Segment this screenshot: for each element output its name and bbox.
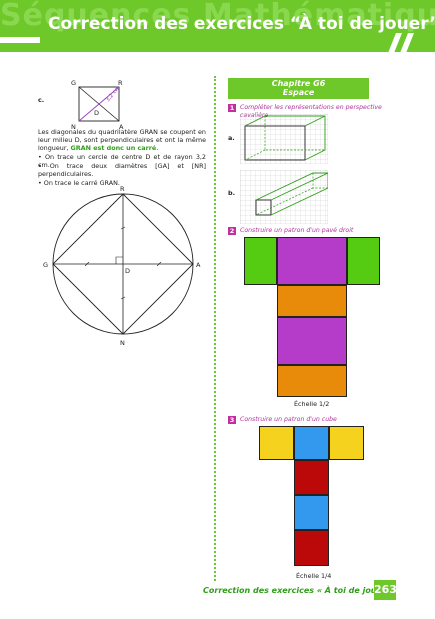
circle-label-g: G [43,261,48,269]
header-banner: Séquences Mathématiques 4e Math Correcti… [0,0,435,52]
square-label-g: G [71,79,76,87]
column-divider [214,76,219,581]
exercise-number: 1 [228,104,236,112]
page-number: 263 [374,580,397,600]
footer-title: Correction des exercices « À toi de joue… [203,586,394,595]
square-figure: G R N A D 3,2 cm [71,79,124,131]
bullet-item: • On trace un cercle de centre D et de r… [38,153,206,170]
net-face-back [277,365,347,397]
circle-label-n: N [120,339,125,347]
part-label: c. [38,96,45,104]
perspective-box-b [240,170,328,224]
cube-face-left [259,426,294,460]
square-label-d: D [94,109,99,117]
circle-label-r: R [120,185,125,193]
page-title: Correction des exercices “À toi de jouer… [48,14,435,34]
circle-label-d: D [125,267,130,275]
paragraph-text: Les diagonales du quadrilatère GRAN se c… [38,128,206,153]
exercise-number: 2 [228,227,236,235]
chapter-header: Chapitre G6 Espace [228,78,369,99]
slashes-icon [388,33,414,52]
part-label-b: b. [228,189,236,197]
net-face-side-left [244,237,277,285]
square-label-n: N [71,123,76,131]
cube-face-top [294,426,329,460]
header-watermark: Séquences Mathématiques 4e Math [0,0,435,33]
scale-label: Échelle 1/4 [296,572,332,580]
cube-face-front [294,460,329,495]
exercise-instruction: Construire un patron d'un cube [240,416,337,423]
bullet-item: • On trace le carré GRAN. [38,179,120,187]
net-face-bottom [277,317,347,365]
square-label-a: A [119,123,124,131]
cube-face-right [329,426,364,460]
chapter-subtitle: Espace [282,88,315,97]
cube-face-bottom [294,495,329,530]
part-label-a: a. [228,134,235,142]
net-face-front [277,285,347,317]
chapter-title: Chapitre G6 [271,79,326,88]
square-label-r: R [118,79,123,87]
paragraph-conclusion: GRAN est donc un carré [70,144,157,153]
perspective-box-a [240,114,328,164]
paragraph-end: . [156,144,159,153]
net-face-side-right [347,237,380,285]
net-face-top [277,237,347,285]
cube-face-back [294,530,329,566]
explanation-paragraph: Les diagonales du quadrilatère GRAN se c… [38,128,206,153]
circle-label-a: A [196,261,201,269]
exercise-number: 3 [228,416,236,424]
circle-figure: R G A N D [43,185,201,347]
exercise-instruction: Construire un patron d'un pavé droit [240,227,354,234]
header-stripe [0,37,40,43]
bullet-item: • On trace deux diamètres [GA] et [NR] p… [38,162,206,179]
scale-label: Échelle 1/2 [294,400,330,408]
